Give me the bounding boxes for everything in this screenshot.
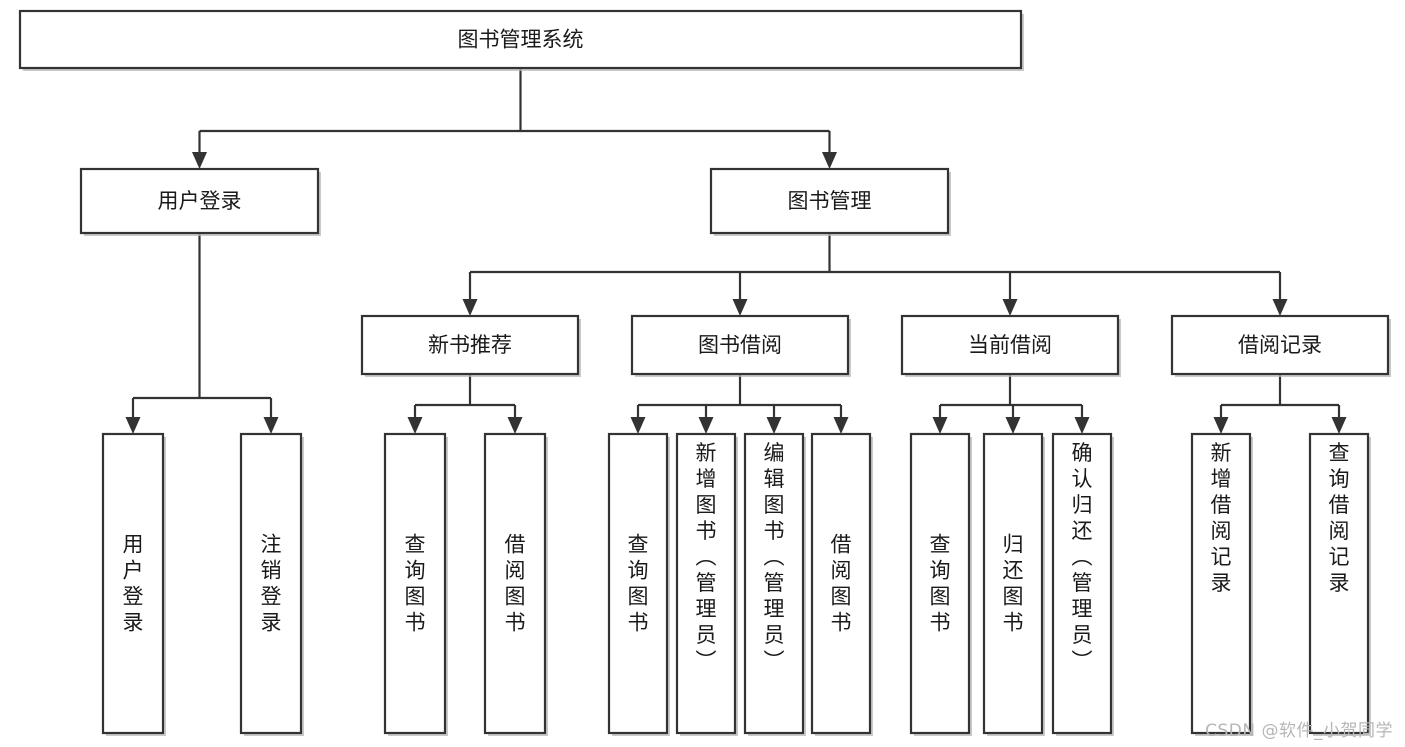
node-box[interactable] xyxy=(982,432,1044,735)
node-root[interactable]: 图书管理系统 xyxy=(18,9,1024,71)
node-label: 用户登录 xyxy=(158,189,242,213)
node-label: 新增图书︵管理员︶ xyxy=(696,441,717,673)
node-label: 确认归还︵管理员︶ xyxy=(1072,441,1093,673)
connector-group xyxy=(407,374,523,434)
node-leaf-query-record[interactable]: 查询借阅记录 xyxy=(1308,432,1371,736)
node-new-book-rec[interactable]: 新书推荐 xyxy=(360,314,581,377)
connector-group xyxy=(932,374,1090,434)
node-box[interactable] xyxy=(630,314,850,376)
node-leaf-add-book[interactable]: 新增图书︵管理员︶ xyxy=(675,432,738,736)
node-box[interactable] xyxy=(239,432,303,735)
node-label: 借阅图书 xyxy=(505,533,526,635)
connector-group xyxy=(462,233,1288,316)
connector-layer xyxy=(125,68,1347,434)
node-label: 查询图书 xyxy=(930,533,951,635)
arrow-head-icon xyxy=(1272,299,1288,316)
arrow-head-icon xyxy=(1005,417,1021,434)
arrow-head-icon xyxy=(1074,417,1090,434)
arrow-head-icon xyxy=(125,417,141,434)
arrow-head-icon xyxy=(192,152,207,169)
arrow-head-icon xyxy=(462,299,478,316)
node-box[interactable] xyxy=(607,432,669,735)
arrow-head-icon xyxy=(822,152,837,169)
node-label: 图书管理系统 xyxy=(458,28,584,52)
node-box[interactable] xyxy=(79,167,320,235)
node-leaf-user-login[interactable]: 用户登录 xyxy=(101,432,166,736)
node-leaf-edit-book[interactable]: 编辑图书︵管理员︶ xyxy=(743,432,806,736)
node-current-borrow[interactable]: 当前借阅 xyxy=(900,314,1121,377)
node-leaf-add-record[interactable]: 新增借阅记录 xyxy=(1190,432,1253,736)
arrow-head-icon xyxy=(407,417,423,434)
arrow-head-icon xyxy=(766,417,782,434)
node-label: 新书推荐 xyxy=(428,333,512,357)
node-box[interactable] xyxy=(18,9,1023,70)
node-label: 图书借阅 xyxy=(698,333,782,357)
node-leaf-query-book-3[interactable]: 查询图书 xyxy=(909,432,972,736)
connector-group xyxy=(1213,374,1347,434)
node-box[interactable] xyxy=(675,432,737,735)
arrow-head-icon xyxy=(932,417,948,434)
arrow-head-icon xyxy=(507,417,523,434)
node-leaf-return-book[interactable]: 归还图书 xyxy=(982,432,1045,736)
node-label: 当前借阅 xyxy=(968,333,1052,357)
node-leaf-borrow-book-1[interactable]: 借阅图书 xyxy=(483,432,548,736)
node-box[interactable] xyxy=(383,432,447,735)
connector-group xyxy=(630,374,849,434)
arrow-head-icon xyxy=(1331,417,1347,434)
node-box[interactable] xyxy=(1051,432,1113,735)
node-leaf-confirm-return[interactable]: 确认归还︵管理员︶ xyxy=(1051,432,1114,736)
node-layer: 图书管理系统用户登录图书管理新书推荐图书借阅当前借阅借阅记录用户登录注销登录查询… xyxy=(18,9,1391,736)
arrow-head-icon xyxy=(833,417,849,434)
node-borrow-record[interactable]: 借阅记录 xyxy=(1170,314,1391,377)
arrow-head-icon xyxy=(1002,299,1018,316)
node-leaf-borrow-book-2[interactable]: 借阅图书 xyxy=(810,432,873,736)
node-label: 编辑图书︵管理员︶ xyxy=(764,441,785,673)
node-box[interactable] xyxy=(483,432,547,735)
arrow-head-icon xyxy=(698,417,714,434)
node-box[interactable] xyxy=(743,432,805,735)
arrow-head-icon xyxy=(1213,417,1229,434)
node-label: 借阅记录 xyxy=(1238,333,1322,357)
node-book-borrow[interactable]: 图书借阅 xyxy=(630,314,851,377)
node-box[interactable] xyxy=(360,314,580,376)
node-label: 查询图书 xyxy=(628,533,649,635)
node-label: 图书管理 xyxy=(788,189,872,213)
node-leaf-user-logout[interactable]: 注销登录 xyxy=(239,432,304,736)
node-user-login[interactable]: 用户登录 xyxy=(79,167,321,236)
connector-group xyxy=(192,68,837,169)
node-label: 用户登录 xyxy=(123,533,144,635)
node-label: 查询借阅记录 xyxy=(1329,441,1350,595)
node-box[interactable] xyxy=(1308,432,1370,735)
node-box[interactable] xyxy=(900,314,1120,376)
arrow-head-icon xyxy=(630,417,646,434)
node-box[interactable] xyxy=(101,432,165,735)
node-label: 归还图书 xyxy=(1003,533,1024,635)
node-box[interactable] xyxy=(810,432,872,735)
node-label: 注销登录 xyxy=(261,533,282,635)
arrow-head-icon xyxy=(263,417,279,434)
node-leaf-query-book-1[interactable]: 查询图书 xyxy=(383,432,448,736)
connector-group xyxy=(125,233,279,434)
node-box[interactable] xyxy=(1190,432,1252,735)
node-leaf-query-book-2[interactable]: 查询图书 xyxy=(607,432,670,736)
node-box[interactable] xyxy=(909,432,971,735)
node-box[interactable] xyxy=(709,167,950,235)
node-label: 新增借阅记录 xyxy=(1211,441,1232,595)
node-label: 借阅图书 xyxy=(831,533,852,635)
node-label: 查询图书 xyxy=(405,533,426,635)
arrow-head-icon xyxy=(732,299,748,316)
node-box[interactable] xyxy=(1170,314,1390,376)
node-book-manage[interactable]: 图书管理 xyxy=(709,167,951,236)
